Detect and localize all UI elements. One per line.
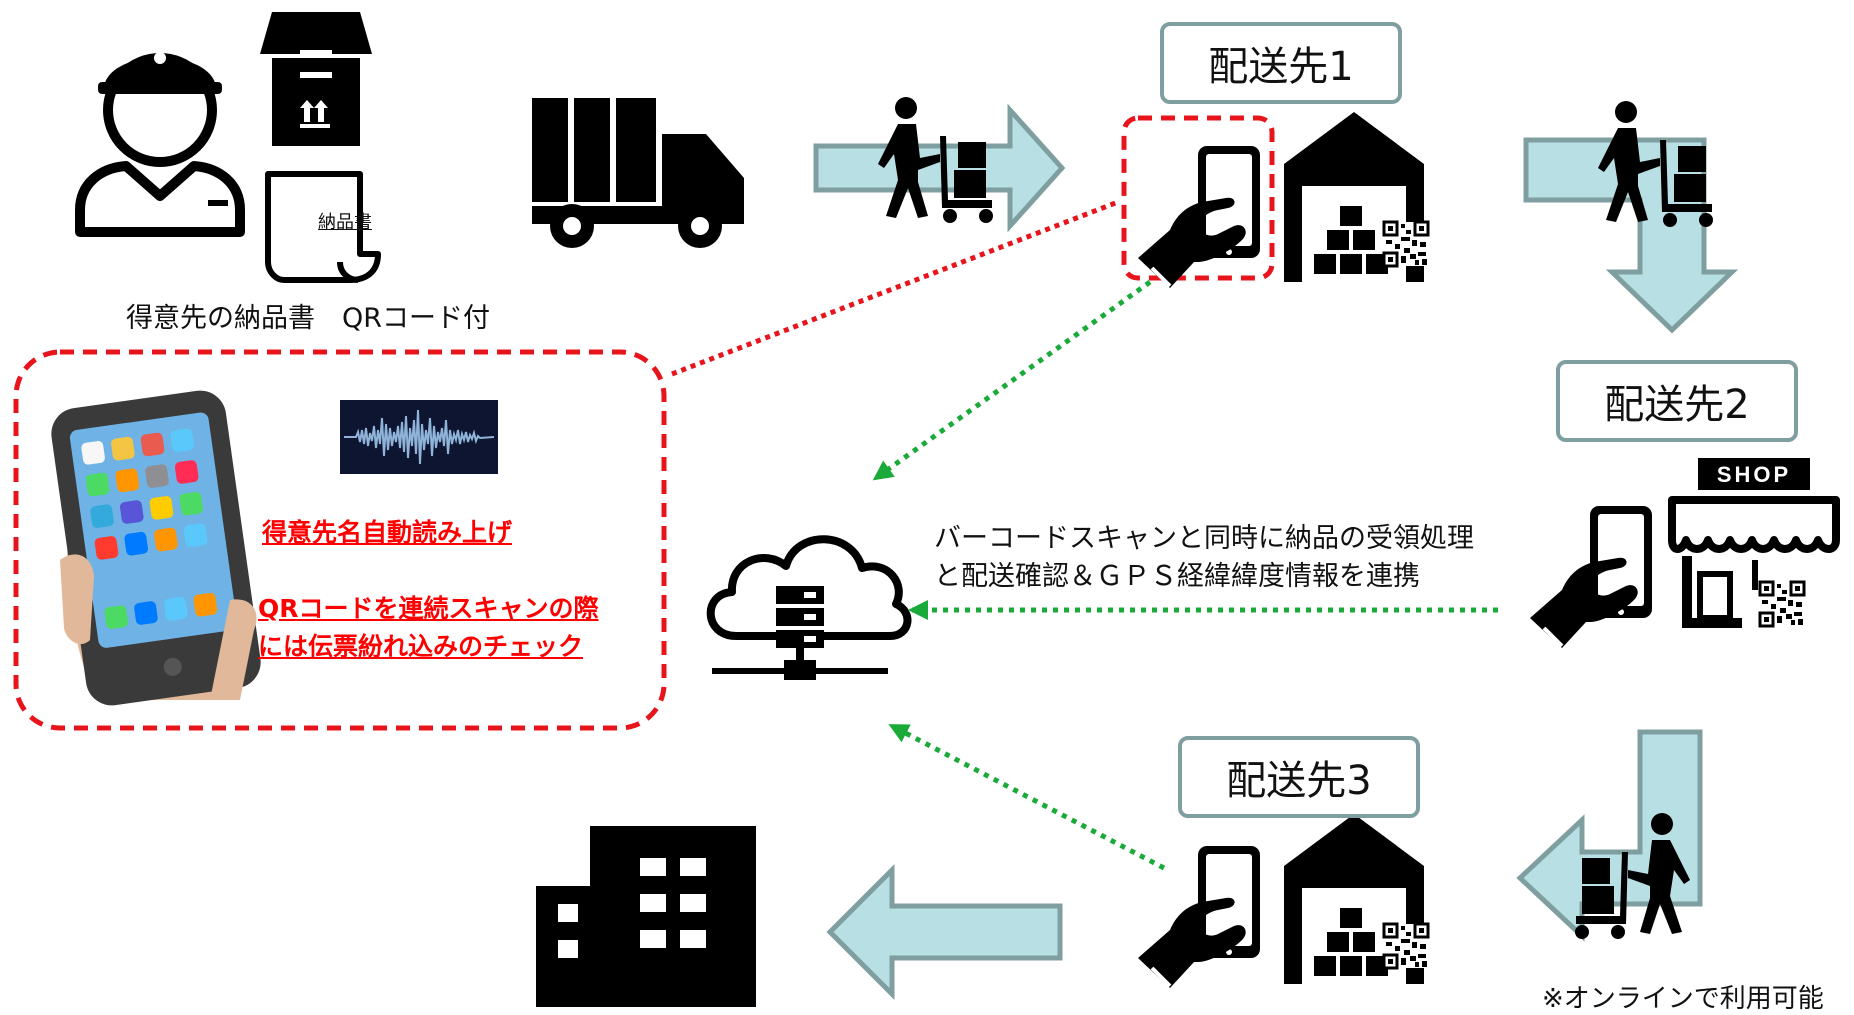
destination-2-label: 配送先2 xyxy=(1556,360,1798,442)
destination-3-label: 配送先3 xyxy=(1178,736,1420,818)
shop-icon xyxy=(1668,458,1840,628)
destination-1-label: 配送先1 xyxy=(1160,22,1402,104)
truck-icon xyxy=(532,98,744,248)
delivery-worker-icon xyxy=(75,52,245,237)
qr-scan-feature-text-line1: QRコードを連続スキャンの際 xyxy=(258,594,599,623)
delivery-slip-label: 納品書 xyxy=(318,212,372,233)
delivery-slip-icon xyxy=(265,171,381,283)
qr-scan-feature-text-line2: には伝票紛れ込みのチェック xyxy=(258,632,584,661)
hand-phone-scan-icon xyxy=(1136,144,1262,290)
porter-with-cart-icon xyxy=(878,97,993,223)
cloud-server-icon xyxy=(706,535,912,680)
customer-caption: 得意先の納品書 QRコード付 xyxy=(126,303,491,334)
auto-readout-feature-text: 得意先名自動読み上げ xyxy=(262,518,513,547)
sync-description-line2: と配送確認＆ＧＰＳ経緯緯度情報を連携 xyxy=(934,561,1420,592)
office-building-icon xyxy=(536,826,756,1007)
scan-highlight-box xyxy=(1121,115,1275,281)
voice-waveform-image xyxy=(340,400,498,474)
feature-connector-line xyxy=(671,199,1119,377)
feature-box-outline xyxy=(13,349,667,731)
sync-description-line1: バーコードスキャンと同時に納品の受領処理 xyxy=(934,523,1474,554)
hand-phone-scan-icon xyxy=(1136,844,1262,990)
qr-code-icon xyxy=(1758,580,1806,628)
footnote-online-availability: ※オンラインで利用可能 xyxy=(1542,984,1824,1014)
flow-arrow-to-destination1 xyxy=(813,103,1066,233)
data-sync-arrow-destination1 xyxy=(872,279,1152,481)
flow-arrow-to-office xyxy=(826,863,1063,1001)
box-icon xyxy=(260,12,372,146)
data-sync-arrow-destination3 xyxy=(888,723,1166,871)
smartphone-in-hand-image xyxy=(51,390,261,706)
hand-phone-scan-icon xyxy=(1528,504,1654,650)
shop-sign-text: SHOP xyxy=(1717,462,1791,487)
qr-code-icon xyxy=(1382,922,1430,970)
qr-code-icon xyxy=(1382,220,1430,268)
